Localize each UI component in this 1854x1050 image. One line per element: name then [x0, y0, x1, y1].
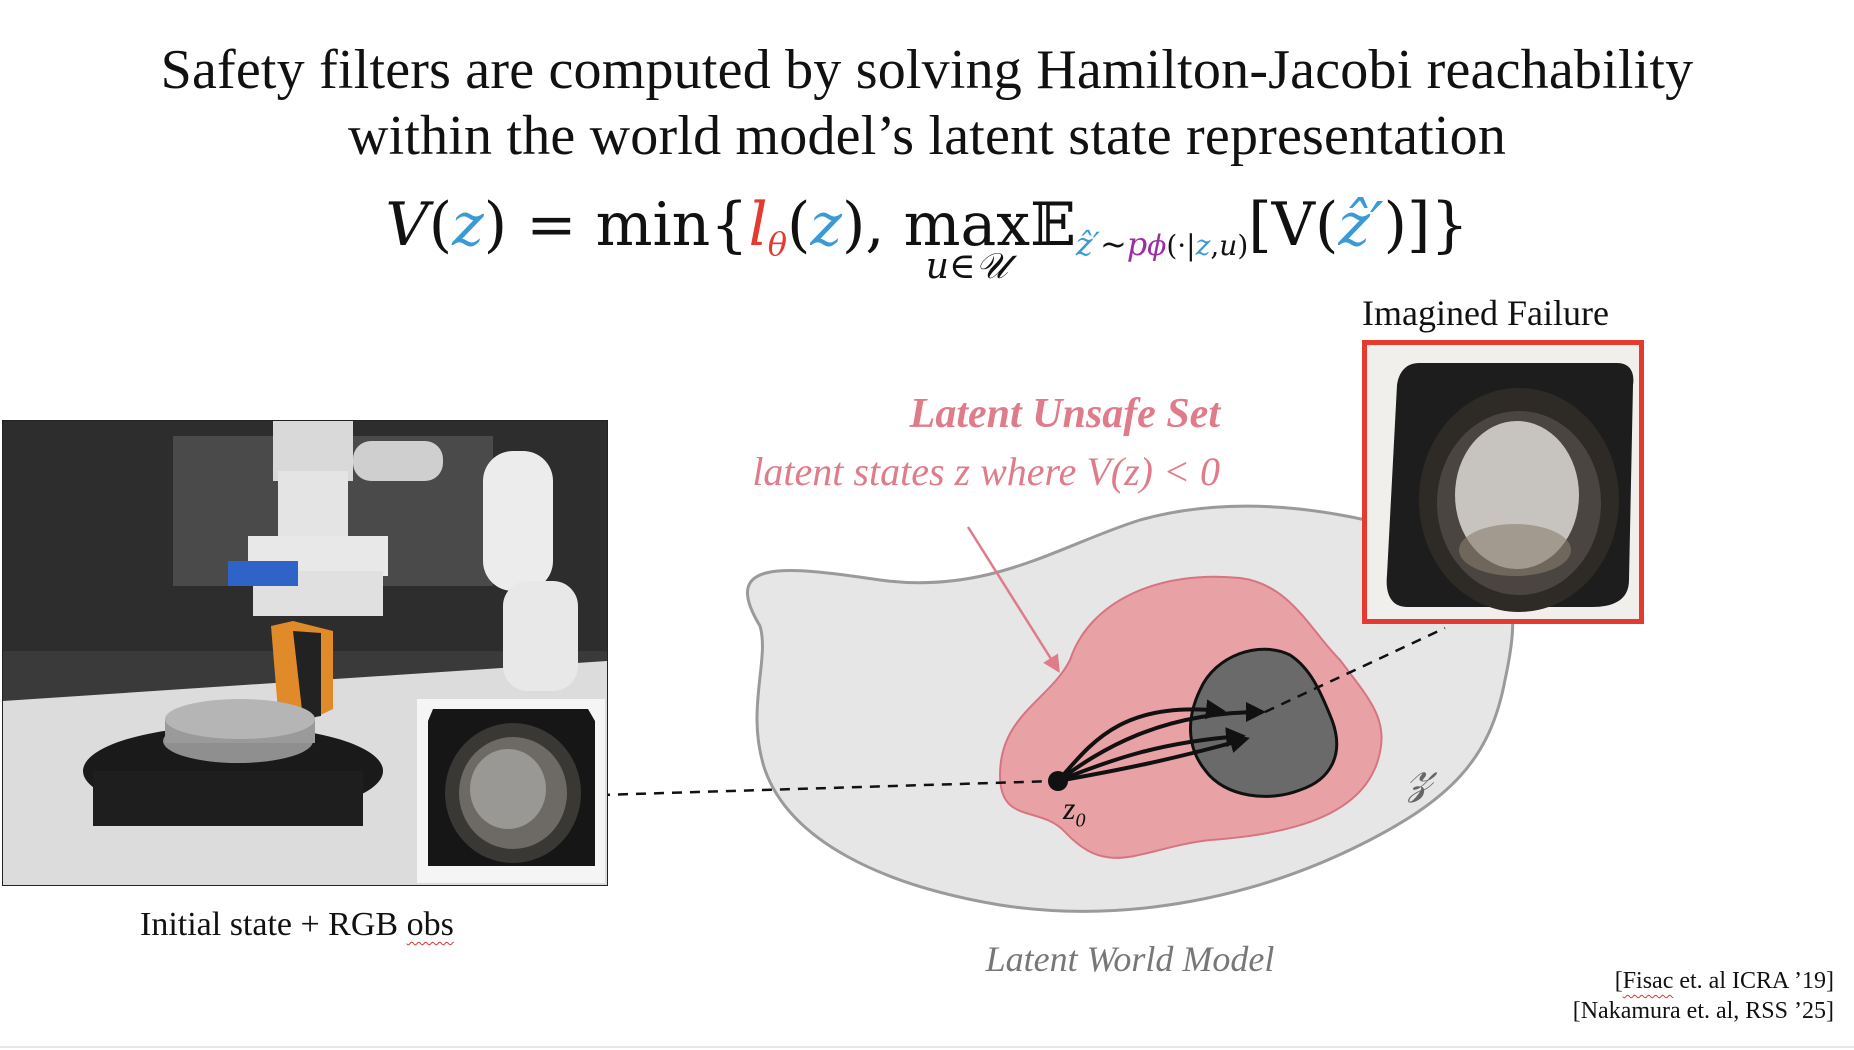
eq-expectation-sub: ẑ′~pϕ(·|z,u) [1075, 225, 1249, 263]
eq-equals-min: = min{ [526, 190, 749, 260]
reference-1-author: Fisac [1622, 968, 1674, 994]
eq-cond-close: ) [1237, 229, 1249, 262]
eq-p: p [1126, 225, 1148, 263]
eq-max: max [903, 190, 1031, 260]
eq-zhat-prime: ẑ′ [1075, 225, 1100, 263]
eq-cond-u: u [1219, 229, 1238, 262]
z0-point [1048, 771, 1068, 791]
imagined-failure-label: Imagined Failure [1362, 293, 1609, 333]
z0-label-sub: 0 [1075, 809, 1086, 832]
references: [Fisac et. al ICRA ’19] [Nakamura et. al… [1573, 966, 1834, 1026]
eq-rhs-zhat: ẑ′ [1338, 190, 1384, 260]
z0-label-z: z [1063, 790, 1076, 826]
eq-rhs-open: [V( [1248, 190, 1339, 260]
pink-pointer-arrow [966, 526, 1060, 673]
trajectory-3 [1057, 727, 1246, 783]
imagined-failure-image [1362, 340, 1644, 624]
eq-theta: θ [767, 225, 787, 263]
eq-cond: (·| [1166, 229, 1196, 262]
bottom-divider [0, 1046, 1854, 1048]
z-set-label: 𝓏 [1408, 743, 1434, 803]
imagined-trajectories [1056, 699, 1266, 783]
imagined-failure-picture [1367, 345, 1639, 619]
latent-world-model-label: Latent World Model [985, 939, 1275, 979]
eq-phi: ϕ [1147, 229, 1167, 262]
eq-rhs-close: )]} [1383, 190, 1469, 260]
failure-set-region [1189, 647, 1339, 798]
reference-1: [Fisac et. al ICRA ’19] [1614, 968, 1834, 994]
latent-unsafe-set-definition: latent states z where V(z) < 0 [752, 449, 1220, 494]
eq-expectation: 𝔼 [1030, 190, 1076, 260]
initial-state-obs: obs [406, 906, 454, 943]
eq-z-2: z [810, 190, 842, 260]
initial-state-label: Initial state + RGB obs [140, 906, 454, 944]
connector-failure-to-imagined [1264, 626, 1446, 714]
eq-max-under: u∈𝒰 [925, 246, 1008, 287]
eq-z: z [452, 190, 484, 260]
reference-1-rest: et. al ICRA ’19] [1673, 968, 1834, 994]
slide-title-line-1: Safety filters are computed by solving H… [160, 39, 1694, 101]
connector-robot-to-z0 [599, 779, 1057, 797]
initial-state-text: Initial state + RGB [140, 906, 407, 943]
z0-label: z0 [1063, 790, 1085, 832]
trajectory-4 [1057, 733, 1250, 783]
eq-l: l [748, 190, 768, 260]
reference-2: [Nakamura et. al, RSS ’25] [1572, 998, 1834, 1024]
robot-scene-photo [2, 420, 608, 886]
trajectory-2 [1056, 702, 1266, 783]
eq-V: V [385, 190, 429, 260]
eq-tilde: ~ [1099, 225, 1127, 263]
eq-cond-z: z [1195, 229, 1211, 262]
slide-title-line-2: within the world model’s latent state re… [347, 105, 1507, 167]
latent-unsafe-set-title: Latent Unsafe Set [909, 391, 1220, 437]
trajectory-1 [1056, 699, 1226, 783]
robot-scene-picture [3, 421, 607, 885]
